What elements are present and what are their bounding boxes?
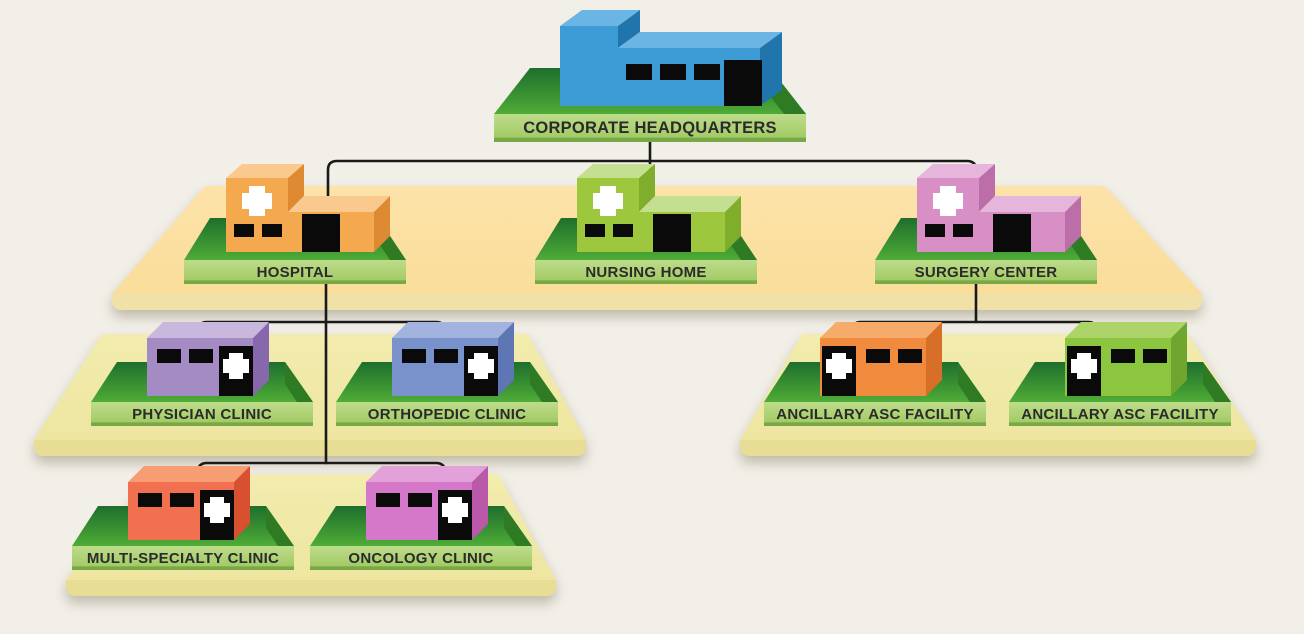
office-building-icon bbox=[494, 10, 806, 142]
node-label: HOSPITAL bbox=[256, 263, 334, 281]
node-oncology-clinic: ONCOLOGY CLINIC bbox=[302, 454, 542, 574]
node-label: PHYSICIAN CLINIC bbox=[132, 405, 272, 423]
node-physician-clinic: PHYSICIAN CLINIC bbox=[83, 310, 323, 430]
node-label: ANCILLARY ASC FACILITY bbox=[776, 405, 974, 423]
node-label: ONCOLOGY CLINIC bbox=[348, 549, 494, 567]
band-front-face bbox=[112, 294, 1202, 310]
node-multi-specialty-clinic: MULTI-SPECIALTY CLINIC bbox=[64, 454, 304, 574]
node-label: MULTI-SPECIALTY CLINIC bbox=[86, 549, 280, 567]
node-label: NURSING HOME bbox=[585, 263, 707, 281]
node-label: SURGERY CENTER bbox=[914, 263, 1058, 281]
node-label: ORTHOPEDIC CLINIC bbox=[367, 405, 527, 423]
band-front-face bbox=[740, 440, 1256, 456]
band-front-face bbox=[66, 580, 556, 596]
node-label: ANCILLARY ASC FACILITY bbox=[1021, 405, 1219, 423]
node-nursing-home: NURSING HOME bbox=[527, 156, 767, 288]
node-corporate-headquarters: CORPORATE HEADQUARTERS bbox=[470, 6, 830, 146]
node-ancillary-asc-facility-2: ANCILLARY ASC FACILITY bbox=[1001, 310, 1241, 430]
node-hospital: HOSPITAL bbox=[176, 156, 416, 288]
node-surgery-center: SURGERY CENTER bbox=[867, 156, 1107, 288]
node-label: CORPORATE HEADQUARTERS bbox=[523, 118, 777, 137]
node-orthopedic-clinic: ORTHOPEDIC CLINIC bbox=[328, 310, 568, 430]
node-ancillary-asc-facility-1: ANCILLARY ASC FACILITY bbox=[756, 310, 996, 430]
